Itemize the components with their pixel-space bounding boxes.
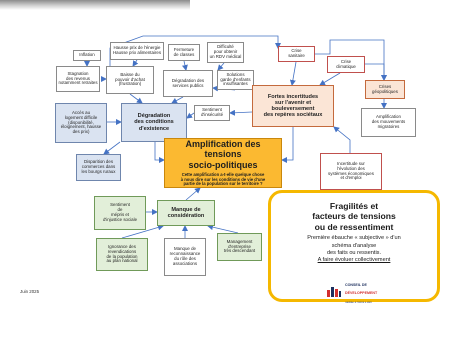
connector-arrow	[154, 142, 165, 163]
node-sentiment-mepris: Sentiment de mépris et d'injustice socia…	[94, 196, 146, 230]
node-fermeture-classes: Fermeture de classes	[168, 44, 200, 61]
node-baisse-pouvoir: Baisse du pouvoir d'achat (frustration)	[106, 66, 154, 94]
node-acces-logement: Accès au logement difficile (disponibili…	[55, 103, 107, 143]
panel-underlined: A faire évoluer collectivement	[317, 257, 391, 264]
node-degradation-conditions: Dégradation des conditions d'existence	[121, 103, 187, 142]
central-subtitle: Cette amplification a-t-elle quelque cho…	[180, 171, 266, 187]
node-amplification-tensions: Amplification des tensions socio-politiq…	[164, 138, 282, 188]
node-solutions-garde: Solutions garde d'enfants insuffisantes	[217, 70, 254, 90]
connector-arrow	[121, 224, 164, 239]
panel-title: Fragilités et facteurs de tensions ou de…	[312, 201, 396, 232]
connector-arrow	[132, 59, 139, 67]
node-fortes-incertitudes: Fortes incertitudes sur l'avenir et boul…	[252, 85, 334, 127]
connector-arrow	[103, 141, 121, 155]
node-disparition-commerces: Disparition des commerces dans les bourg…	[76, 154, 121, 181]
node-sentiment-insecurite: Sentiment d'insécurité	[194, 105, 230, 121]
date-label: Juin 2025	[20, 289, 40, 294]
connector-arrow	[181, 60, 188, 71]
connector-arrow	[129, 93, 143, 104]
central-title: Amplification des tensions socio-politiq…	[185, 138, 261, 170]
node-manque-reconnaissance: Manque de reconnaissance du rôle des ass…	[164, 238, 206, 276]
panel-description: Première ébauche « subjective » d'un sch…	[307, 235, 401, 256]
connector-arrow	[185, 187, 201, 201]
connector-arrow	[319, 72, 341, 86]
logo-subtitle: LAMBALLE TERRE & MER	[345, 301, 372, 304]
connector-arrow	[281, 127, 294, 163]
connector-arrow	[229, 109, 253, 116]
node-management: Management d'entreprise très descendant	[217, 233, 262, 261]
connector-arrow	[171, 96, 184, 104]
node-ignorance: Ignorance des revendications de la popul…	[96, 238, 148, 271]
logo-icon	[327, 286, 341, 297]
node-crises-geo: Crises géopolitiques	[365, 80, 405, 99]
node-difficulte-rdv: Difficulté pour obtenir un RDV médical	[207, 42, 244, 63]
node-amplification-migrations: Amplification des mouvements migratoires	[361, 108, 416, 137]
connector-arrow	[217, 62, 225, 71]
node-stagnation: Stagnation des revenus notamment retrait…	[56, 66, 100, 92]
logo-conseil: CONSEIL DE	[345, 283, 367, 288]
logo-developpement: DÉVELOPPEMENT	[345, 291, 378, 296]
info-panel: Fragilités et facteurs de tensions ou de…	[268, 190, 440, 304]
node-manque-consideration: Manque de considération	[157, 200, 215, 226]
connector-arrow	[333, 126, 351, 153]
node-inflation: Inflation	[73, 50, 101, 61]
node-degradation-services: Dégradation des services publics	[163, 70, 213, 97]
logo-text: CONSEIL DE DÉVELOPPEMENT LAMBALLE TERRE …	[345, 279, 377, 304]
node-hausse-prix: Hausse prix de l'énergie Hausse prix ali…	[110, 42, 164, 60]
conseil-logo: CONSEIL DE DÉVELOPPEMENT LAMBALLE TERRE …	[327, 279, 377, 304]
connector-arrow	[315, 39, 387, 81]
node-crise-sanitaire: Crise sanitaire	[278, 46, 315, 62]
node-incertitude-eco: Incertitude sur l'évolution des systèmes…	[320, 153, 382, 190]
top-shadow	[0, 0, 190, 10]
connector-arrow	[289, 61, 297, 86]
node-crise-climatique: Crise climatique	[327, 56, 365, 73]
connector-arrow	[207, 224, 239, 234]
connector-arrow	[186, 112, 195, 119]
